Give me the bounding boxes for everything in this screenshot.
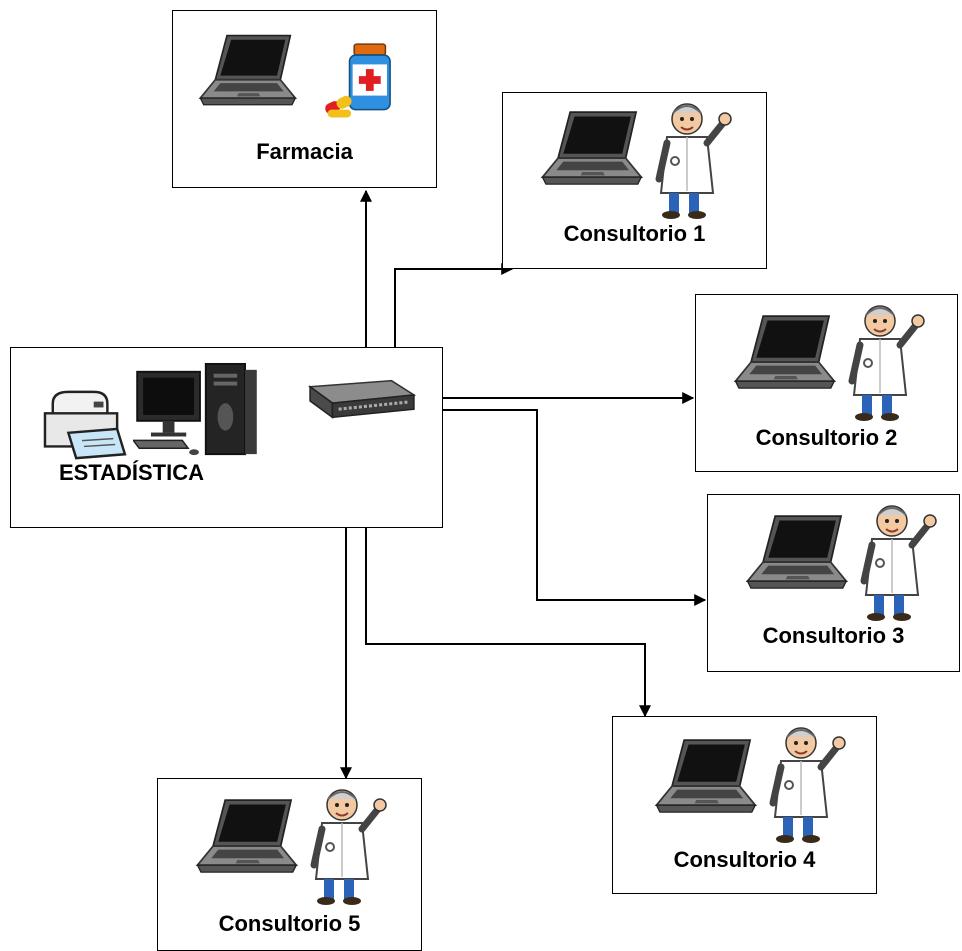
node-label-estadistica: ESTADÍSTICA <box>58 460 205 485</box>
doctor-icon <box>653 101 733 221</box>
laptop-icon <box>539 107 643 191</box>
laptop-icon <box>744 511 848 595</box>
doctor-icon <box>767 725 847 845</box>
medicine-bottle-icon <box>323 35 401 125</box>
laptop-icon <box>197 31 297 111</box>
printer-icon <box>39 386 127 464</box>
laptop-icon <box>653 735 757 819</box>
node-consultorio-2: Consultorio 2 <box>695 294 958 472</box>
doctor-icon <box>308 787 388 907</box>
node-label-consultorio-5: Consultorio 5 <box>218 911 361 936</box>
node-consultorio-3: Consultorio 3 <box>707 494 960 672</box>
node-estadistica: ESTADÍSTICA <box>10 347 443 528</box>
node-consultorio-1: Consultorio 1 <box>502 92 767 269</box>
node-label-consultorio-2: Consultorio 2 <box>755 425 898 450</box>
node-label-farmacia: Farmacia <box>256 139 353 164</box>
node-label-consultorio-4: Consultorio 4 <box>673 847 816 872</box>
doctor-icon <box>858 503 938 623</box>
node-farmacia: Farmacia <box>172 10 437 188</box>
laptop-icon <box>732 311 836 395</box>
laptop-icon <box>194 795 298 879</box>
desktop-computer-icon <box>133 362 261 460</box>
node-label-consultorio-1: Consultorio 1 <box>563 221 706 246</box>
node-consultorio-4: Consultorio 4 <box>612 716 877 894</box>
doctor-icon <box>846 303 926 423</box>
network-switch-icon <box>306 378 418 420</box>
node-label-consultorio-3: Consultorio 3 <box>762 623 905 648</box>
node-consultorio-5: Consultorio 5 <box>157 778 422 951</box>
